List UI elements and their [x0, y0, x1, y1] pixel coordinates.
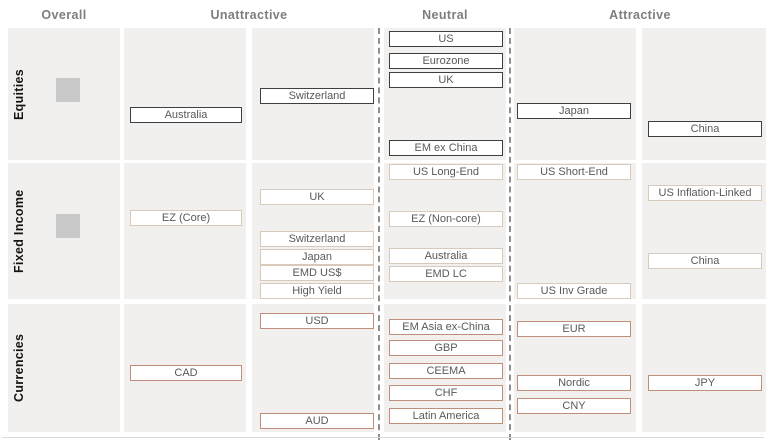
fixed-income-box-us-inv-grade: US Inv Grade: [517, 283, 631, 299]
equities-box-us: US: [389, 31, 503, 47]
grid-panel: [8, 304, 120, 432]
currencies-box-aud: AUD: [260, 413, 374, 429]
grid-panel: [514, 28, 636, 160]
equities-box-switzerland: Switzerland: [260, 88, 374, 104]
equities-box-australia: Australia: [130, 107, 242, 123]
equities-box-uk: UK: [389, 72, 503, 88]
neutral-zone-left-divider: [378, 28, 380, 440]
fixed-income-box-japan: Japan: [260, 249, 374, 265]
bottom-rule: [2, 437, 764, 438]
row-label-fixed-income: Fixed Income: [12, 189, 26, 273]
currencies-box-cny: CNY: [517, 398, 631, 414]
column-header-overall: Overall: [41, 8, 87, 22]
fixed-income-box-uk: UK: [260, 189, 374, 205]
column-header-unattractive: Unattractive: [210, 8, 288, 22]
fixed-income-box-emd-us: EMD US$: [260, 265, 374, 281]
equities-box-japan: Japan: [517, 103, 631, 119]
fixed-income-box-us-short-end: US Short-End: [517, 164, 631, 180]
grid-panel: [514, 163, 636, 299]
fixed-income-box-us-inflation-linked: US Inflation-Linked: [648, 185, 762, 201]
grid-panel: [642, 304, 766, 432]
fixed-income-box-switzerland: Switzerland: [260, 231, 374, 247]
column-header-neutral: Neutral: [422, 8, 468, 22]
grid-panel: [124, 28, 246, 160]
currencies-box-cad: CAD: [130, 365, 242, 381]
currencies-box-ceema: CEEMA: [389, 363, 503, 379]
neutral-zone-right-divider: [509, 28, 511, 440]
currencies-box-latin-america: Latin America: [389, 408, 503, 424]
grid-panel: [124, 163, 246, 299]
fixed-income-overall-marker-square: [56, 214, 80, 238]
fixed-income-box-china: China: [648, 253, 762, 269]
fixed-income-box-australia: Australia: [389, 248, 503, 264]
currencies-box-chf: CHF: [389, 385, 503, 401]
grid-panel: [642, 163, 766, 299]
row-label-currencies: Currencies: [12, 333, 26, 403]
fixed-income-box-us-long-end: US Long-End: [389, 164, 503, 180]
currencies-box-eur: EUR: [517, 321, 631, 337]
fixed-income-box-emd-lc: EMD LC: [389, 266, 503, 282]
grid-panel: [384, 28, 506, 160]
row-label-equities: Equities: [12, 68, 26, 120]
currencies-box-nordic: Nordic: [517, 375, 631, 391]
fixed-income-box-high-yield: High Yield: [260, 283, 374, 299]
grid-panel: [642, 28, 766, 160]
fixed-income-box-ez-core: EZ (Core): [130, 210, 242, 226]
equities-overall-marker-square: [56, 78, 80, 102]
fixed-income-box-ez-non-core: EZ (Non-core): [389, 211, 503, 227]
currencies-box-em-asia-ex-china: EM Asia ex-China: [389, 319, 503, 335]
currencies-box-jpy: JPY: [648, 375, 762, 391]
currencies-box-usd: USD: [260, 313, 374, 329]
currencies-box-gbp: GBP: [389, 340, 503, 356]
equities-box-em-ex-china: EM ex China: [389, 140, 503, 156]
equities-box-china: China: [648, 121, 762, 137]
equities-box-eurozone: Eurozone: [389, 53, 503, 69]
column-header-attractive: Attractive: [609, 8, 671, 22]
